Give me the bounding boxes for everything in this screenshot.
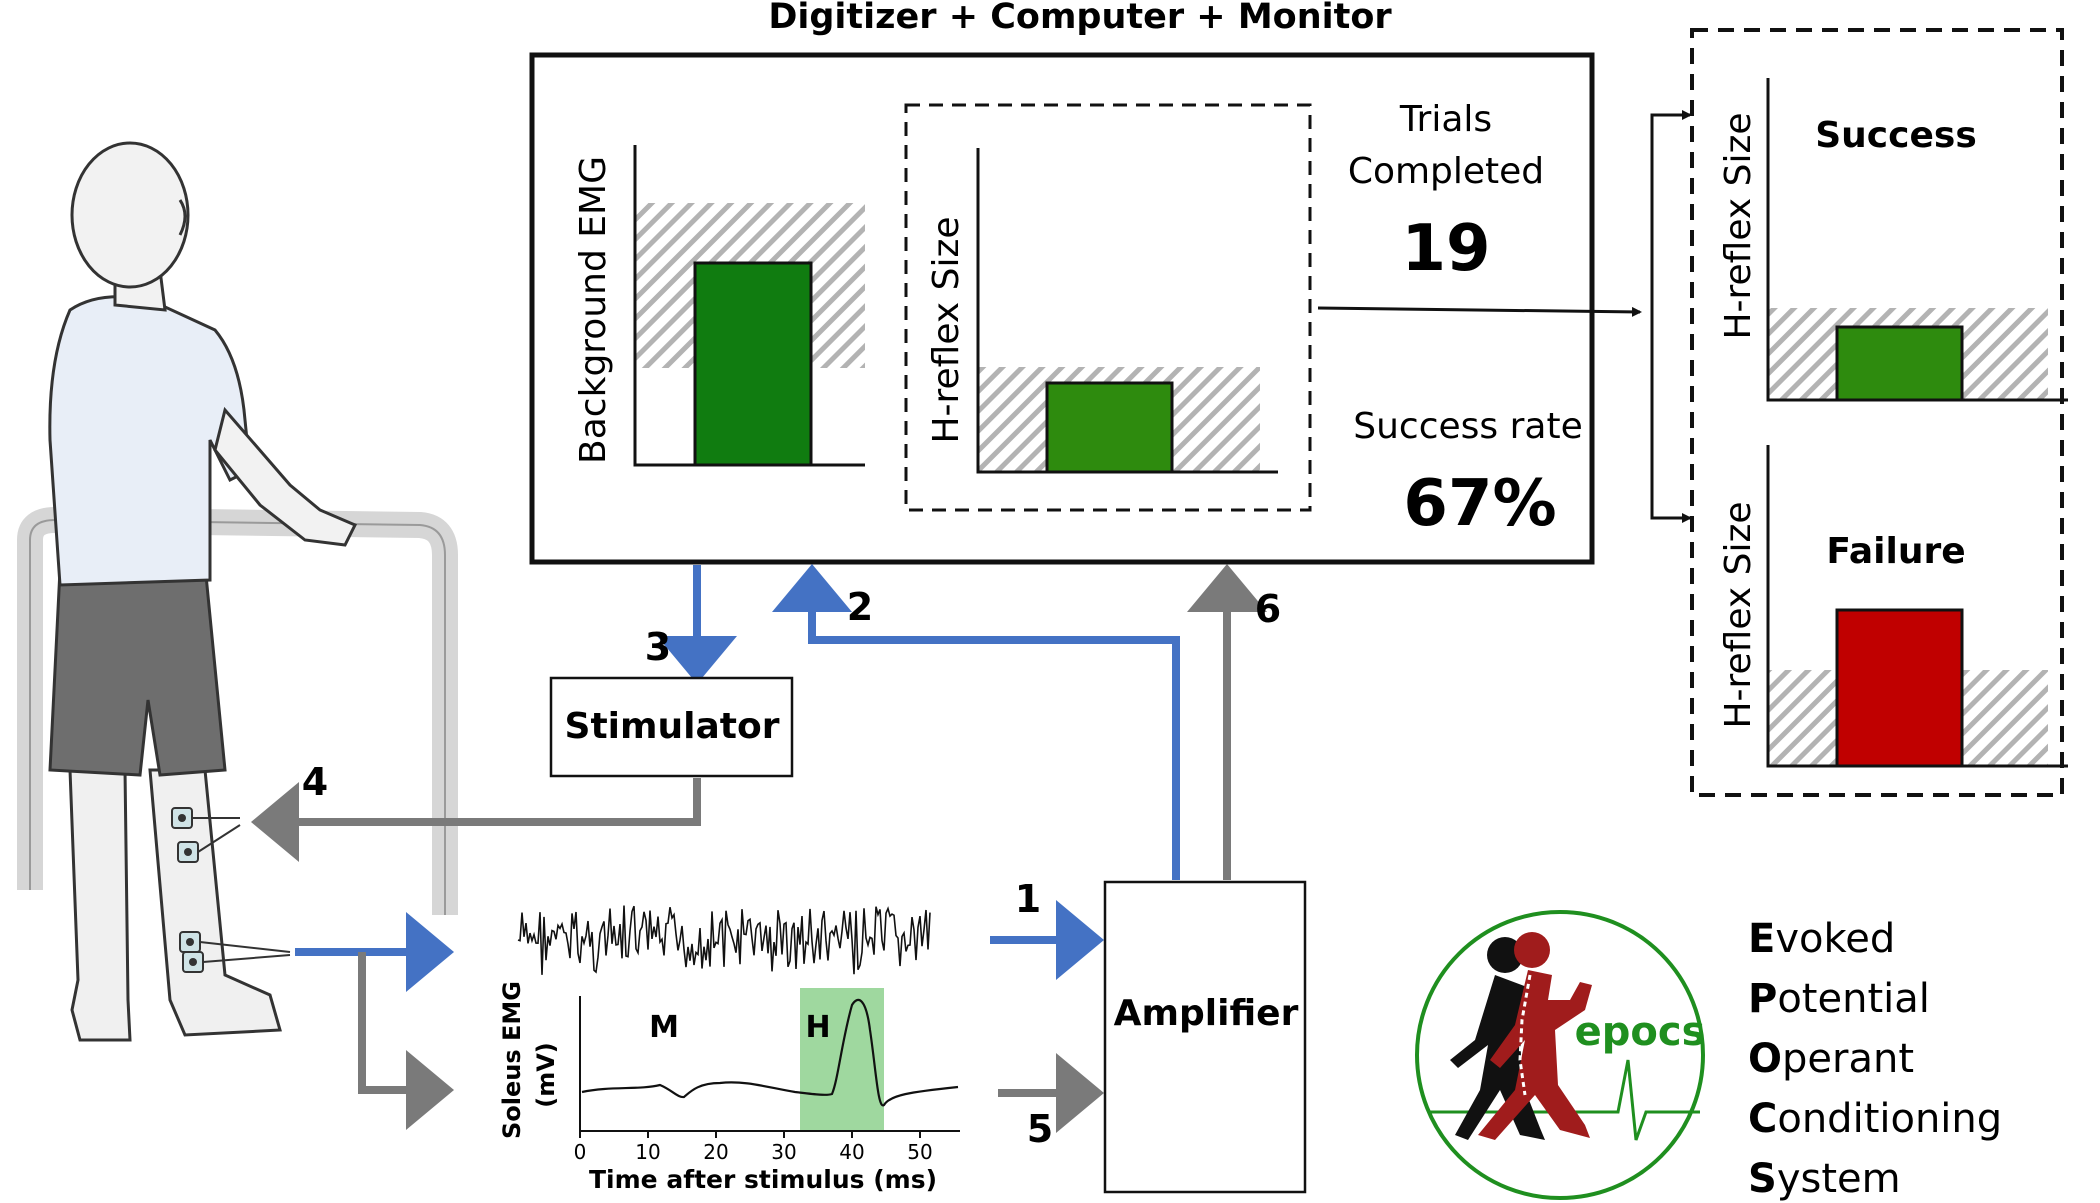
step-6-label: 6 bbox=[1255, 587, 1281, 631]
stimulator-box bbox=[549, 676, 794, 778]
background-emg-chart: Background EMG bbox=[573, 145, 865, 467]
failure-axis-label: H-reflex Size bbox=[1718, 501, 1759, 728]
acronym-line-5: System bbox=[1748, 1156, 1901, 1202]
right-leg bbox=[148, 768, 282, 1037]
left-leg bbox=[68, 768, 132, 1042]
hreflex-axis-label: H-reflex Size bbox=[926, 216, 967, 443]
raw-emg-trace bbox=[517, 905, 931, 975]
success-axis-label: H-reflex Size bbox=[1718, 112, 1759, 339]
failure-title: Failure bbox=[1826, 531, 1965, 572]
logo-ecg-line bbox=[1430, 1059, 1700, 1141]
x-tick-label: 20 bbox=[703, 1140, 728, 1164]
arrow-to-outcomes bbox=[1317, 306, 1642, 317]
arrow-electrode-to-processed-emg bbox=[358, 952, 454, 1130]
monitor-panel bbox=[529, 52, 1595, 565]
trials-label-line1: Trials bbox=[1399, 99, 1492, 140]
arrow-2-amplifier-to-monitor bbox=[772, 564, 1180, 880]
logo-text: epocs bbox=[1575, 1009, 1706, 1055]
background-emg-axis-label: Background EMG bbox=[573, 156, 614, 464]
step-5-label: 5 bbox=[1027, 1107, 1053, 1151]
stimulating-electrodes bbox=[171, 807, 241, 863]
recording-electrodes bbox=[179, 931, 291, 973]
logo-runner-red bbox=[1478, 932, 1592, 1140]
shorts bbox=[48, 563, 227, 777]
success-outcome-chart: Success H-reflex Size bbox=[1718, 78, 2068, 402]
emg-plot-axes bbox=[579, 996, 960, 1132]
epocs-logo: epocs bbox=[1415, 910, 1706, 1200]
step-2-label: 2 bbox=[847, 585, 873, 629]
hreflex-chart: H-reflex Size bbox=[926, 148, 1278, 474]
success-rate-label: Success rate bbox=[1353, 406, 1582, 447]
step-3-label: 3 bbox=[645, 625, 671, 669]
m-wave-label: M bbox=[649, 1010, 679, 1045]
hreflex-bar bbox=[1045, 381, 1174, 474]
emg-plot-ylabel-2: (mV) bbox=[532, 1042, 560, 1108]
emg-plot-xlabel: Time after stimulus (ms) bbox=[589, 1165, 937, 1194]
success-rate-value: 67% bbox=[1403, 467, 1556, 541]
acronym-line-4: Conditioning bbox=[1748, 1096, 2002, 1142]
background-emg-bar bbox=[693, 261, 813, 467]
x-tick-label: 50 bbox=[907, 1140, 932, 1164]
emg-plot-ylabel-1: Soleus EMG bbox=[498, 981, 526, 1139]
step-1-label: 1 bbox=[1015, 877, 1041, 921]
arrow-4-stimulator-to-leg bbox=[251, 778, 701, 862]
step-4-label: 4 bbox=[302, 760, 328, 804]
trials-label-line2: Completed bbox=[1348, 151, 1544, 192]
human-figure-illustration bbox=[17, 141, 458, 1042]
success-title: Success bbox=[1815, 115, 1977, 156]
h-window-highlight bbox=[800, 988, 884, 1131]
soleus-emg-plot: 0 10 20 30 40 50 M H Soleus EMG (mV) Time aft… bbox=[498, 981, 960, 1194]
failure-bar bbox=[1835, 608, 1964, 768]
evoked-response-trace bbox=[581, 998, 959, 1107]
h-wave-label: H bbox=[805, 1010, 830, 1045]
x-tick-label: 40 bbox=[839, 1140, 864, 1164]
epocs-acronym: Evoked Potential Operant Conditioning Sy… bbox=[1748, 916, 2002, 1202]
x-tick-label: 0 bbox=[574, 1140, 587, 1164]
stimulator-label: Stimulator bbox=[565, 706, 780, 747]
hreflex-feedback-box bbox=[904, 103, 1312, 512]
acronym-line-1: Evoked bbox=[1748, 916, 1895, 962]
success-bar bbox=[1835, 325, 1964, 402]
failure-outcome-chart: Failure H-reflex Size bbox=[1718, 445, 2068, 768]
acronym-line-2: Potential bbox=[1748, 976, 1930, 1022]
x-tick-label: 10 bbox=[635, 1140, 660, 1164]
outcome-branch-bracket bbox=[1650, 113, 1688, 520]
x-tick-label: 30 bbox=[771, 1140, 796, 1164]
trials-value: 19 bbox=[1401, 212, 1490, 286]
top-panel-title: Digitizer + Computer + Monitor bbox=[768, 0, 1392, 37]
arm bbox=[213, 406, 358, 547]
amplifier-label: Amplifier bbox=[1114, 993, 1299, 1034]
acronym-line-3: Operant bbox=[1748, 1036, 1914, 1082]
head bbox=[70, 141, 190, 289]
outcomes-panel bbox=[1690, 28, 2064, 797]
amplifier-box bbox=[1103, 880, 1307, 1194]
